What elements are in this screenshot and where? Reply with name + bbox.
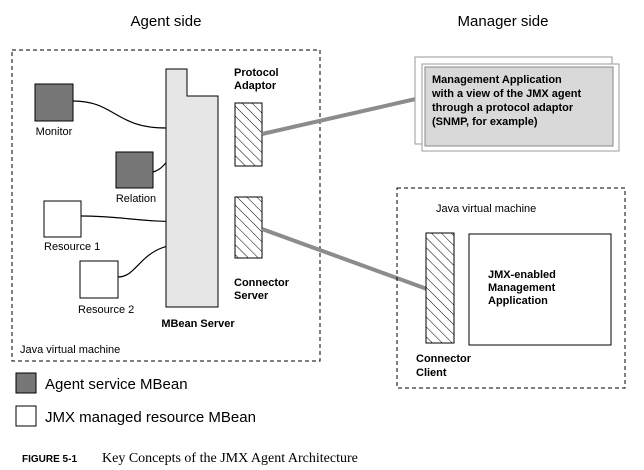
connector-server-label-2: Server <box>234 290 269 302</box>
manager-jvm-boundary <box>396 187 626 389</box>
manager-jvm-label: Java virtual machine <box>436 203 536 215</box>
management-app-line-4: (SNMP, for example) <box>432 116 538 128</box>
jmx-app-line-1: JMX-enabled <box>488 269 556 281</box>
protocol-adaptor-label-1: Protocol <box>234 67 279 79</box>
jmx-app-line-2: Management <box>488 282 556 294</box>
relation-mbean <box>115 151 154 189</box>
jmx-app-line-3: Application <box>488 295 548 307</box>
jmx-app-box <box>468 233 612 346</box>
management-app-line-3: through a protocol adaptor <box>432 102 574 114</box>
connector-connection-line <box>261 227 428 291</box>
legend-managed-resource-swatch <box>15 405 37 427</box>
connector-client-label-2: Client <box>416 367 447 379</box>
legend-agent-service-label: Agent service MBean <box>45 376 188 393</box>
monitor-connection <box>72 100 167 129</box>
mbean-server-shape <box>165 68 219 308</box>
management-app-line-1: Management Application <box>432 74 562 86</box>
resource2-label: Resource 2 <box>78 304 134 316</box>
manager-side-header: Manager side <box>458 13 549 30</box>
protocol-adaptor-shape <box>234 102 263 167</box>
connector-server-label-1: Connector <box>234 277 290 289</box>
figure-number: FIGURE 5-1 <box>22 454 77 465</box>
legend-agent-service-swatch <box>15 372 37 394</box>
management-app-box <box>424 66 614 147</box>
resource1-mbean <box>43 200 82 238</box>
agent-jvm-label: Java virtual machine <box>20 344 120 356</box>
connector-client-shape <box>425 232 455 344</box>
relation-label: Relation <box>116 193 156 205</box>
legend-managed-resource-label: JMX managed resource MBean <box>45 409 256 426</box>
resource2-mbean <box>79 260 119 299</box>
connector-server-shape <box>234 196 263 259</box>
monitor-mbean <box>34 83 74 122</box>
agent-side-header: Agent side <box>131 13 202 30</box>
protocol-connection-line <box>261 96 421 136</box>
resource1-label: Resource 1 <box>44 241 100 253</box>
management-app-line-2: with a view of the JMX agent <box>431 88 581 100</box>
monitor-label: Monitor <box>36 126 73 138</box>
connector-client-label-1: Connector <box>416 353 472 365</box>
agent-jvm-boundary <box>11 49 321 362</box>
figure-caption: Key Concepts of the JMX Agent Architectu… <box>102 451 358 466</box>
protocol-adaptor-label-2: Adaptor <box>234 80 277 92</box>
mbean-server-label: MBean Server <box>161 318 235 330</box>
